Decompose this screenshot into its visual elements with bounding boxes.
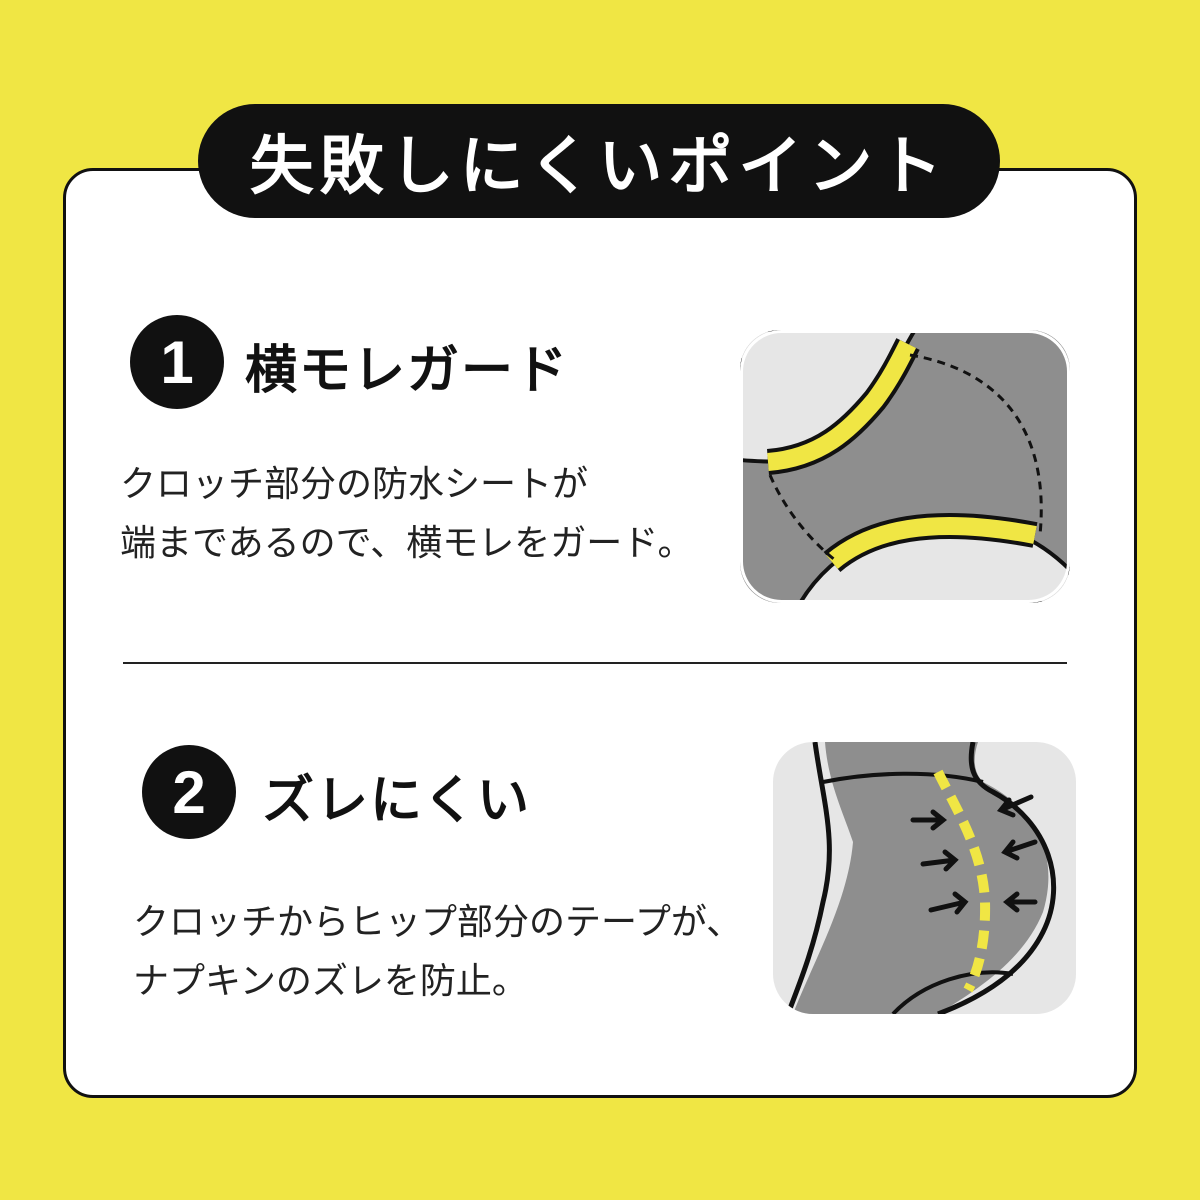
point-1-description: クロッチ部分の防水シートが 端まであるので、横モレをガード。: [120, 455, 693, 573]
title-banner: 失敗しにくいポイント: [198, 104, 1000, 218]
point-1-description-line-1: クロッチ部分の防水シートが: [120, 464, 589, 505]
point-2-description-line-2: ナプキンのズレを防止。: [133, 961, 528, 1002]
point-2-description-line-1: クロッチからヒップ部分のテープが、: [133, 902, 743, 943]
side-leak-guard-illustration: [740, 330, 1070, 603]
upper-guard-edge: [767, 339, 917, 471]
point-1-description-line-2: 端まであるので、横モレをガード。: [120, 523, 694, 564]
section-divider: [123, 662, 1067, 664]
point-2-number-badge: 2: [142, 745, 236, 839]
no-slip-illustration: [773, 742, 1076, 1014]
point-1-number: 1: [160, 328, 194, 396]
point-2-heading: ズレにくい: [262, 771, 531, 831]
point-1-number-badge: 1: [130, 315, 224, 409]
point-2-number: 2: [172, 758, 206, 826]
anti-slip-tape: [933, 769, 991, 993]
pressure-arrows: [910, 794, 1038, 915]
waistband-line: [822, 771, 984, 784]
stitch-line: [768, 353, 1043, 562]
lower-guard-edge: [826, 517, 1037, 570]
point-1-heading: 横モレガード: [245, 341, 570, 401]
leg-opening-line: [891, 970, 1014, 1014]
left-body-outline: [785, 742, 832, 1014]
hip-outline: [937, 742, 1057, 1014]
point-2-description: クロッチからヒップ部分のテープが、 ナプキンのズレを防止。: [133, 893, 742, 1011]
page-title: 失敗しにくいポイント: [249, 130, 949, 204]
